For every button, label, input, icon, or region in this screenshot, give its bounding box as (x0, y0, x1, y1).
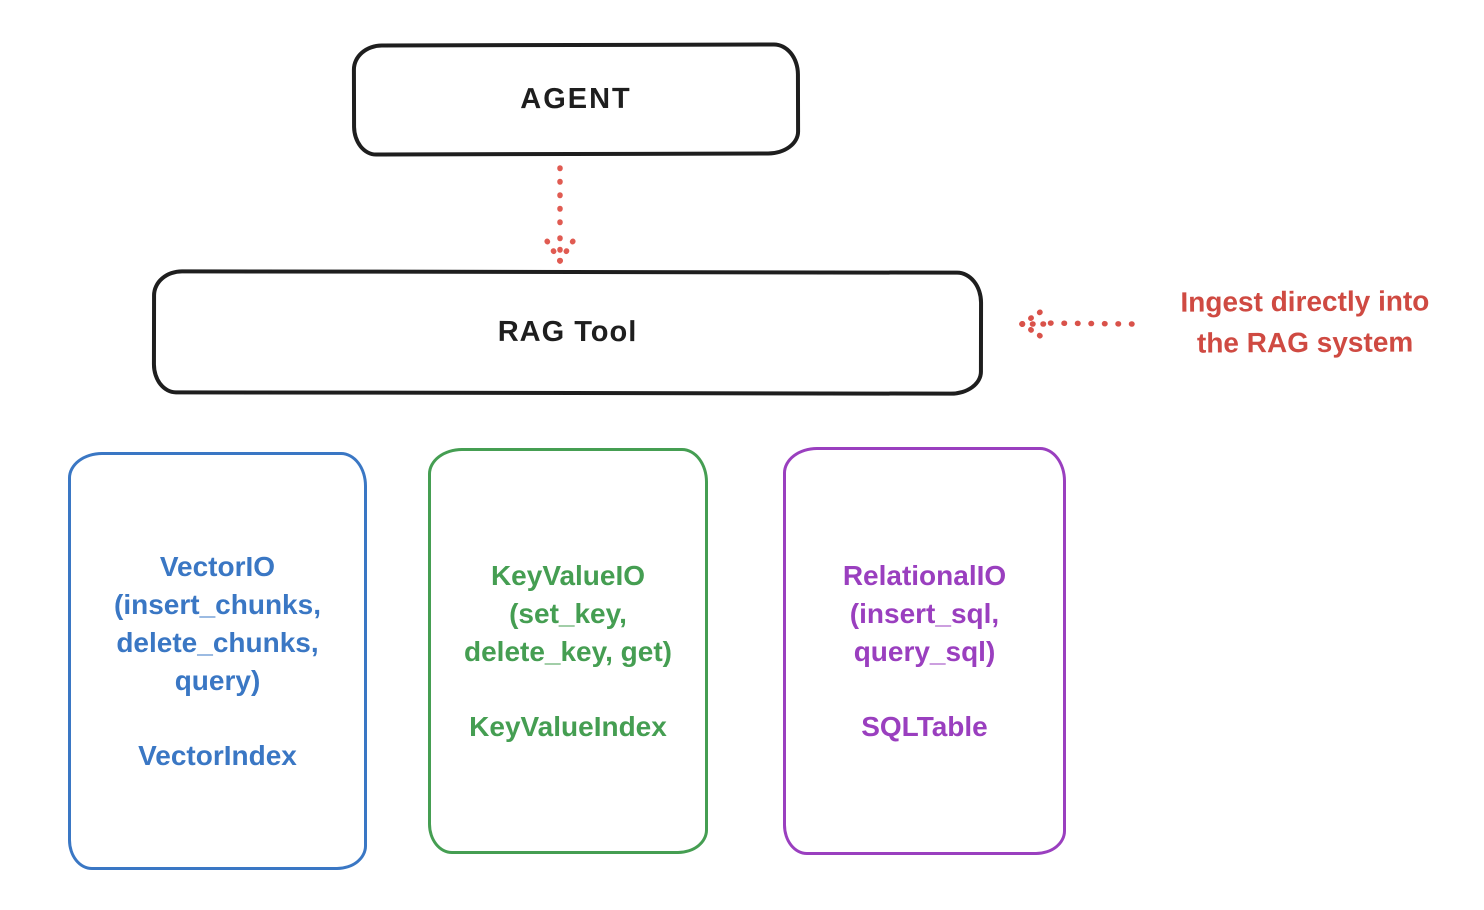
relational-io-node: RelationalIO (insert_sql, query_sql) SQL… (783, 447, 1066, 855)
vector-io-title-line: VectorIO (159, 550, 276, 582)
keyvalue-io-node: KeyValueIO (set_key, delete_key, get) Ke… (428, 448, 708, 854)
ingest-arrow (1019, 304, 1135, 344)
vector-io-node: VectorIO (insert_chunks, delete_chunks, … (68, 452, 367, 870)
keyvalue-io-title-line: KeyValueIO (490, 559, 646, 591)
rag-tool-label: RAG Tool (497, 315, 638, 349)
vector-io-title-line: (insert_chunks, (114, 588, 321, 620)
keyvalue-io-title-line: (set_key, (509, 597, 627, 629)
relational-io-title-line: (insert_sql, (849, 597, 1000, 629)
agent-to-rag-arrow (542, 165, 578, 264)
keyvalue-io-title: KeyValueIO (set_key, delete_key, get) (464, 557, 672, 671)
sql-table-label: SQLTable (861, 710, 988, 742)
relational-io-title: RelationalIO (insert_sql, query_sql) (843, 557, 1006, 671)
agent-label: AGENT (520, 82, 632, 116)
keyvalue-io-title-line: delete_key, get) (463, 635, 673, 667)
vector-io-title: VectorIO (insert_chunks, delete_chunks, … (114, 548, 321, 700)
relational-io-title-line: query_sql) (853, 635, 996, 667)
ingest-annotation: Ingest directly into the RAG system (1135, 280, 1475, 364)
ingest-annotation-line2: the RAG system (1196, 326, 1414, 359)
rag-tool-node: RAG Tool (151, 269, 984, 396)
vector-io-title-line: query) (174, 664, 261, 696)
vector-index-label: VectorIndex (138, 739, 297, 771)
agent-node: AGENT (351, 42, 801, 157)
vector-io-title-line: delete_chunks, (116, 626, 319, 658)
ingest-annotation-line1: Ingest directly into (1180, 285, 1430, 318)
relational-io-title-line: RelationalIO (842, 559, 1007, 591)
keyvalue-index-label: KeyValueIndex (469, 710, 667, 742)
